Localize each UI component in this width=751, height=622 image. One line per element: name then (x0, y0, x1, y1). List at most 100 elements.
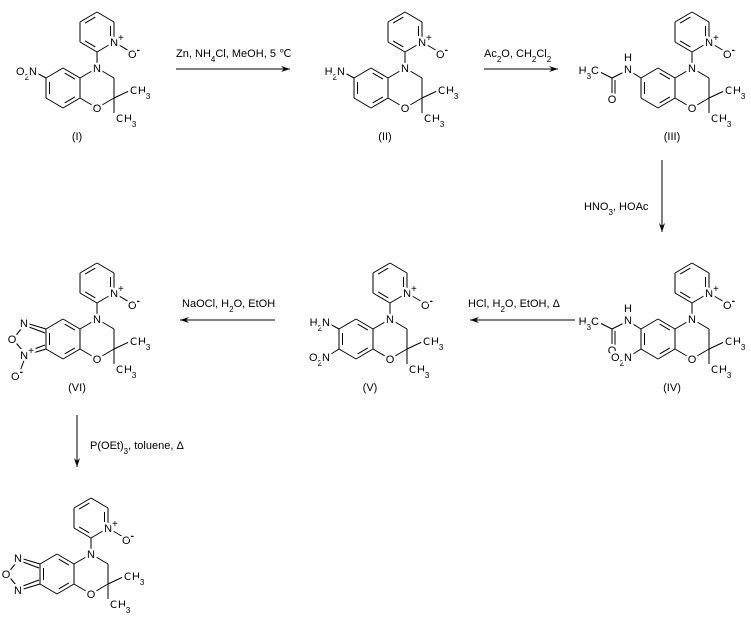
bond (90, 553, 109, 565)
double-bond (679, 291, 691, 299)
double-bond (392, 16, 404, 24)
double-bond (372, 72, 384, 80)
bond (6, 557, 21, 575)
bond (113, 292, 132, 304)
pyridine-n-oxide-nitrogen-label: N+ (403, 284, 417, 301)
bond (113, 41, 132, 53)
amide-hydrogen-label: H (624, 52, 632, 64)
furazan-nitrogen-label: N (14, 585, 22, 597)
methyl-label: CH3 (409, 364, 430, 380)
reaction-arrow-3: HNO3, HOAc (584, 160, 665, 232)
amide-nitrogen-label: N (624, 64, 632, 76)
nitro-group-label: O2N (309, 352, 330, 368)
bond (73, 553, 92, 565)
reaction-conditions: HCl, H2O, EtOH, Δ (468, 298, 561, 314)
ring-oxygen-label: O (93, 354, 102, 366)
bond (691, 67, 710, 79)
bond (28, 344, 46, 352)
pyridine-n-oxide-nitrogen-label: N+ (104, 519, 118, 536)
double-bond (679, 40, 691, 48)
bond (372, 318, 391, 330)
furoxan-nitrogen-label: N+ (20, 346, 34, 363)
bond (73, 497, 92, 509)
bond (640, 97, 659, 109)
bond (627, 320, 642, 330)
bond (708, 292, 727, 304)
bond (674, 67, 693, 79)
bond (691, 262, 710, 274)
compound-label: (I) (72, 131, 82, 143)
pyridine-n-oxide-nitrogen-label: N+ (110, 284, 124, 301)
arrow-head-icon (281, 66, 290, 72)
bond (12, 322, 27, 340)
bond (56, 553, 75, 565)
bond (107, 527, 126, 539)
methyl-label: CH3 (423, 336, 444, 352)
bond (387, 97, 406, 109)
reaction-conditions: P(OEt)3, toluene, Δ (90, 440, 185, 456)
amide-nitrogen-label: N (624, 315, 632, 327)
methyl-label: CH3 (130, 85, 151, 101)
double-bond (64, 72, 76, 80)
bond (96, 11, 115, 23)
furazan-nitrogen-label: N (20, 318, 28, 330)
bond (421, 41, 440, 53)
bond (404, 41, 423, 53)
bond (39, 553, 58, 565)
bond (39, 583, 58, 595)
bond (25, 322, 47, 330)
double-bond (84, 291, 96, 299)
reaction-arrow-2: Ac2O, CH2Cl2 (484, 48, 558, 72)
double-bond (372, 96, 384, 104)
bond (640, 348, 659, 360)
bond (657, 348, 676, 360)
ring-oxygen-label: O (688, 103, 697, 115)
double-bond (64, 96, 76, 104)
bond (640, 318, 659, 330)
bond (73, 583, 92, 595)
bond (338, 348, 357, 360)
double-bond (392, 40, 404, 48)
bond (389, 348, 408, 360)
bond (34, 71, 47, 79)
bond (674, 292, 693, 304)
bond (25, 348, 47, 356)
bond (640, 67, 659, 79)
bond (18, 354, 27, 375)
bond (12, 338, 27, 356)
bond (73, 527, 92, 539)
bond (96, 292, 115, 304)
reaction-arrow-1: Zn, NH4Cl, MeOH, 5 ℃ (176, 48, 291, 72)
bond (62, 97, 81, 109)
reaction-arrow-5: NaOCl, H2O, EtOH (180, 298, 275, 323)
bond (90, 583, 109, 595)
double-bond (377, 267, 389, 275)
arrow-head-icon (180, 317, 189, 323)
bond (79, 348, 98, 360)
bond (611, 320, 629, 330)
molecules: CH3CH3NON+O-O2N(I)CH3CH3NON+O-H2N(II)CH3… (0, 11, 748, 617)
ring-oxygen-label: O (93, 103, 102, 115)
double-bond (58, 582, 70, 590)
bond (45, 67, 64, 79)
ring-oxygen-label: O (688, 354, 697, 366)
bond (389, 318, 408, 330)
methyl-label: CH3 (711, 113, 732, 129)
bond (708, 90, 725, 99)
methyl-label: CH3 (130, 336, 151, 352)
bond (355, 348, 374, 360)
bond (597, 70, 613, 79)
bond (45, 318, 64, 330)
bond (708, 41, 727, 53)
furazan-oxygen-label: O (8, 334, 17, 346)
double-bond (659, 323, 671, 331)
bond (96, 41, 115, 53)
ring-oxygen-label: O (87, 589, 96, 601)
bond (674, 348, 693, 360)
reaction-conditions: Zn, NH4Cl, MeOH, 5 ℃ (176, 48, 291, 64)
double-bond (78, 502, 90, 510)
furoxan-oxide-label: O- (11, 367, 23, 384)
bond (28, 326, 46, 334)
